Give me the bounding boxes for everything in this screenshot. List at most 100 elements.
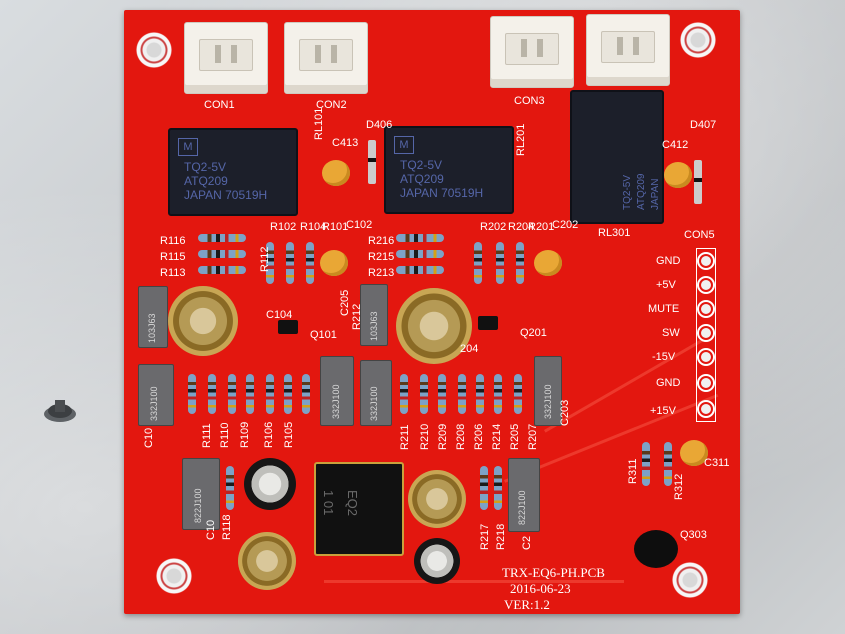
silk-r214: R214 — [491, 423, 503, 450]
silk-con2: CON2 — [316, 99, 347, 111]
header-con5 — [696, 248, 716, 422]
silk-r215: R215 — [368, 251, 395, 263]
resistor — [458, 374, 466, 414]
silk-r208: R208 — [455, 423, 467, 450]
silk-r207: R207 — [527, 423, 539, 450]
silk-r113: R113 — [160, 267, 186, 279]
silk-rl101: RL101 — [313, 107, 325, 140]
silk-r116: R116 — [160, 235, 186, 247]
resistor — [208, 374, 216, 414]
silk-c2: C2 — [521, 535, 533, 550]
silk-c205: C205 — [339, 289, 351, 316]
film-cap: 332J100 — [320, 356, 354, 426]
connector-con1 — [184, 22, 268, 94]
resistor — [396, 250, 444, 258]
silk-r218: R218 — [495, 523, 507, 550]
silk-r111: R111 — [201, 423, 213, 448]
pcb-trace — [324, 580, 624, 583]
silk-r206: R206 — [473, 423, 485, 450]
relay-rl301: TQ2-5V ATQ209 JAPAN — [570, 90, 664, 224]
electrolytic-cap — [408, 470, 466, 528]
ceramic-cap — [534, 250, 562, 276]
resistor — [226, 466, 234, 510]
diode-d407 — [694, 160, 702, 204]
resistor — [396, 234, 444, 242]
silk-c311: C311 — [704, 457, 730, 469]
silk-r312: R312 — [673, 473, 685, 500]
resistor — [198, 266, 246, 274]
silk-r202: R202 — [480, 221, 507, 233]
pin-label-mute: MUTE — [648, 303, 680, 315]
silk-r204: R204 — [508, 221, 535, 233]
silk-r112: R112 — [259, 246, 271, 272]
mounting-hole — [672, 562, 708, 598]
silk-r217: R217 — [479, 523, 491, 550]
pcb-version: VER:1.2 — [504, 597, 550, 612]
ceramic-cap — [680, 440, 708, 466]
mounting-hole — [156, 558, 192, 594]
resistor — [302, 374, 310, 414]
resistor — [494, 466, 502, 510]
electrolytic-cap — [414, 538, 460, 584]
film-cap: 822J100 — [508, 458, 540, 532]
connector-unlabeled — [586, 14, 670, 86]
header-pin — [699, 350, 713, 364]
resistor — [198, 250, 246, 258]
header-pin — [699, 254, 713, 268]
resistor — [198, 234, 246, 242]
relay-rl101: M TQ2-5V ATQ209 JAPAN 70519H — [168, 128, 298, 216]
resistor — [228, 374, 236, 414]
resistor — [516, 242, 524, 284]
header-pin — [699, 326, 713, 340]
film-cap: 103J63 — [138, 286, 168, 348]
silk-c10b: C10 — [205, 519, 217, 540]
ceramic-cap — [320, 250, 348, 276]
resistor — [438, 374, 446, 414]
silk-r213: R213 — [368, 267, 395, 279]
resistor — [286, 242, 294, 284]
silk-r101: R101 — [322, 221, 349, 233]
silk-r201: R201 — [528, 221, 555, 233]
transistor-q201 — [478, 316, 498, 330]
resistor — [494, 374, 502, 414]
silk-q303: Q303 — [680, 529, 707, 541]
silk-rl301: RL301 — [598, 227, 631, 239]
silk-r210: R210 — [419, 423, 431, 450]
header-pin — [699, 278, 713, 292]
pcb-name: TRX-EQ6-PH.PCB — [502, 565, 605, 580]
op-amp-ic: 1 01 EQ2 — [314, 462, 404, 556]
resistor — [514, 374, 522, 414]
pcb-board: CON1 CON2 CON3 M TQ2-5V ATQ209 JAPAN 705… — [124, 10, 740, 614]
pin-label-sw: SW — [662, 327, 680, 339]
film-cap: 332J100 — [138, 364, 174, 426]
header-pin — [699, 402, 713, 416]
connector-con2 — [284, 22, 368, 94]
silk-con3: CON3 — [514, 95, 545, 107]
resistor — [284, 374, 292, 414]
silk-r211: R211 — [399, 424, 411, 450]
silk-r104: R104 — [300, 221, 327, 233]
connector-con3 — [490, 16, 574, 88]
screw-icon — [44, 400, 76, 422]
ceramic-cap — [322, 160, 350, 186]
pin-label-gnd-2: GND — [656, 377, 681, 389]
transistor-q101 — [278, 320, 298, 334]
film-cap: 103J63 — [360, 284, 388, 346]
resistor — [476, 374, 484, 414]
electrolytic-cap — [168, 286, 238, 356]
silk-r209: R209 — [437, 423, 449, 450]
relay-rl201: M TQ2-5V ATQ209 JAPAN 70519H — [384, 126, 514, 214]
electrolytic-cap — [238, 532, 296, 590]
transistor-q303 — [634, 530, 678, 568]
mounting-hole — [680, 22, 716, 58]
pin-label-15v-neg: -15V — [652, 351, 676, 363]
resistor — [266, 374, 274, 414]
silk-r115: R115 — [160, 251, 186, 263]
pin-label-gnd: GND — [656, 255, 681, 267]
resistor — [246, 374, 254, 414]
silk-q101: Q101 — [310, 329, 337, 341]
header-pin — [699, 376, 713, 390]
electrolytic-cap — [244, 458, 296, 510]
silk-204: 204 — [460, 343, 479, 355]
silk-con1: CON1 — [204, 99, 235, 111]
